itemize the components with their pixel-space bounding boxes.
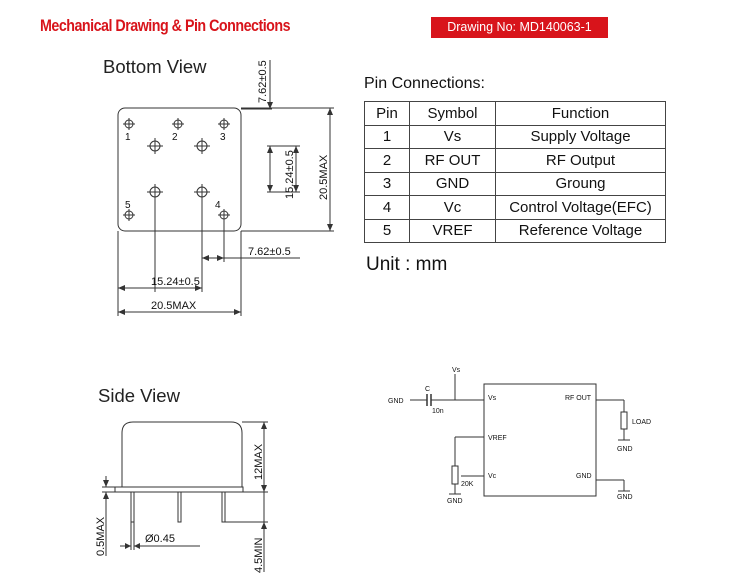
crystal-pad-mark <box>194 184 210 200</box>
flange-outline <box>114 486 244 493</box>
symbol-cell: RF OUT <box>409 148 496 173</box>
circuit-gnd-label: GND <box>388 398 404 405</box>
pin-cell: 4 <box>364 195 410 220</box>
load-gnd-label: GND <box>617 446 633 453</box>
crystal-pad-mark <box>194 138 210 154</box>
osc-pin-gnd: GND <box>576 473 592 480</box>
column-header: Function <box>495 101 666 126</box>
osc-pin-vc: Vc <box>488 473 497 480</box>
bottom-view-title: Bottom View <box>103 56 207 77</box>
pin-2-mark <box>172 118 184 130</box>
dim-1524-vertical: 15.24±0.5 <box>284 150 296 199</box>
unit-label: Unit : mm <box>366 254 448 275</box>
function-cell: Control Voltage(EFC) <box>495 195 666 220</box>
potentiometer <box>451 465 459 485</box>
page-title: Mechanical Drawing & Pin Connections <box>40 16 291 35</box>
pin-1-mark <box>123 118 135 130</box>
lead <box>130 491 135 523</box>
symbol-cell: GND <box>409 171 496 196</box>
table-header-row: Pin Symbol Function <box>364 101 666 126</box>
pin-label: 2 <box>172 132 178 143</box>
package-side-outline <box>121 421 243 487</box>
dim-lead: 4.5MIN <box>253 537 265 573</box>
column-header: Pin <box>364 101 410 126</box>
pin-3-mark <box>218 118 230 130</box>
crystal-pad-mark <box>147 184 163 200</box>
table-row: 1 Vs Supply Voltage <box>364 124 666 149</box>
pin-connections-heading: Pin Connections: <box>364 75 485 92</box>
osc-pin-vref: VREF <box>488 435 507 442</box>
package-outline-bottom <box>117 107 242 232</box>
pin-label: 1 <box>125 132 131 143</box>
dim-205-vertical: 20.5MAX <box>318 154 330 200</box>
load-resistor <box>620 411 628 430</box>
lead <box>221 491 226 523</box>
right-gnd-label: GND <box>617 494 633 501</box>
pin-label: 5 <box>125 200 131 211</box>
load-label: LOAD <box>632 419 651 426</box>
capacitor-label: C <box>425 386 430 393</box>
pin-connections-table: Pin Symbol Function 1 Vs Supply Voltage … <box>364 101 666 243</box>
crystal-pad-mark <box>147 138 163 154</box>
pin-cell: 3 <box>364 171 410 196</box>
dim-height: 12MAX <box>253 443 265 480</box>
symbol-cell: VREF <box>409 218 496 243</box>
capacitor-value: 10n <box>432 408 444 415</box>
pin-cell: 2 <box>364 148 410 173</box>
pot-value: 20K <box>461 481 474 488</box>
osc-pin-rfout: RF OUT <box>565 395 592 402</box>
dim-flange: 0.5MAX <box>95 516 107 556</box>
side-view-title: Side View <box>98 385 180 406</box>
pin-cell: 5 <box>364 218 410 243</box>
drawing-number-badge: Drawing No: MD140063-1 <box>431 17 608 38</box>
dim-762-top: 7.62±0.5 <box>257 60 269 103</box>
dim-1524-horizontal: 15.24±0.5 <box>151 276 200 288</box>
pin-label: 4 <box>215 200 221 211</box>
circuit-vs-label: Vs <box>452 367 461 374</box>
dim-205-horizontal: 20.5MAX <box>151 300 197 312</box>
pin-label: 3 <box>220 132 226 143</box>
table-row: 3 GND Groung <box>364 171 666 196</box>
function-cell: Groung <box>495 171 666 196</box>
oscillator-box <box>483 383 597 497</box>
dim-762-horizontal: 7.62±0.5 <box>248 246 291 258</box>
function-cell: Supply Voltage <box>495 124 666 149</box>
pot-gnd-label: GND <box>447 498 463 505</box>
function-cell: Reference Voltage <box>495 218 666 243</box>
dim-pin-diameter: Ø0.45 <box>145 533 175 545</box>
column-header: Symbol <box>409 101 496 126</box>
lead <box>177 491 182 523</box>
pin-4-mark <box>218 209 230 221</box>
pin-5-mark <box>123 209 135 221</box>
table-row: 5 VREF Reference Voltage <box>364 218 666 243</box>
osc-pin-vs: Vs <box>488 395 497 402</box>
